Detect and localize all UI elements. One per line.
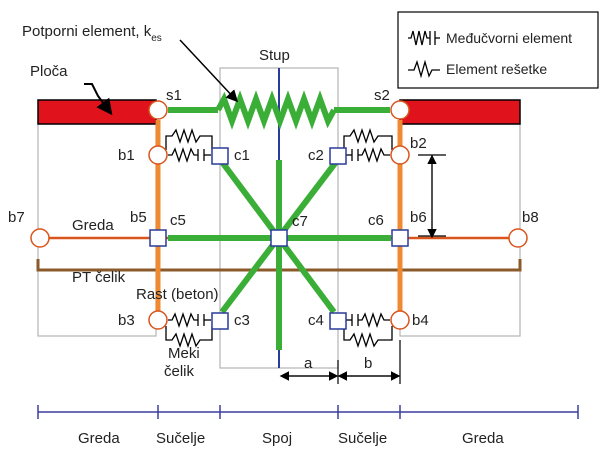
slab-label: Ploča bbox=[30, 63, 68, 80]
column-label: Stup bbox=[259, 47, 290, 64]
truss-legend-icon bbox=[408, 59, 440, 79]
label-b1: b1 bbox=[118, 147, 135, 164]
label-c5: c5 bbox=[170, 212, 186, 229]
label-b7: b7 bbox=[8, 209, 25, 226]
label-b6: b6 bbox=[410, 209, 427, 226]
label-b8: b8 bbox=[522, 209, 539, 226]
beam-label: Greda bbox=[72, 217, 114, 234]
segment-labels: Greda Sučelje Spoj Sučelje Greda bbox=[78, 430, 504, 447]
node-b7 bbox=[30, 228, 50, 248]
node-c4 bbox=[329, 312, 347, 330]
label-c7: c7 bbox=[292, 213, 308, 230]
node-b1 bbox=[148, 145, 168, 165]
mild-steel-label-2: čelik bbox=[164, 363, 195, 380]
interface-element-c4-b4 bbox=[343, 311, 393, 349]
node-b2 bbox=[390, 145, 410, 165]
label-c1: c1 bbox=[234, 147, 250, 164]
segment-beam-right: Greda bbox=[462, 430, 504, 447]
node-c1 bbox=[211, 147, 229, 165]
node-s1 bbox=[148, 100, 168, 120]
node-labels: s1 s2 b1 b2 b3 b4 b5 b6 b7 b8 c1 c2 c3 c… bbox=[8, 87, 539, 329]
interface-element-b3-c3 bbox=[165, 311, 213, 349]
dim-a-label: a bbox=[304, 355, 313, 372]
segment-joint: Spoj bbox=[262, 430, 292, 447]
support-element-arrow bbox=[179, 39, 239, 103]
dimensions bbox=[279, 154, 446, 384]
legend-box bbox=[397, 11, 599, 89]
label-c6: c6 bbox=[368, 212, 384, 229]
segment-interface-left: Sučelje bbox=[156, 430, 205, 447]
node-b4 bbox=[390, 310, 410, 330]
node-c2 bbox=[329, 147, 347, 165]
interface-element-c2-b2 bbox=[343, 127, 393, 164]
node-c5 bbox=[149, 229, 167, 247]
interface-element-b1-c1 bbox=[165, 127, 213, 164]
legend-interface-element-label: Međučvorni element bbox=[446, 30, 572, 46]
label-b4: b4 bbox=[412, 312, 429, 329]
segment-beam-left: Greda bbox=[78, 430, 120, 447]
segment-axis bbox=[37, 405, 579, 419]
node-c6 bbox=[391, 229, 409, 247]
label-s2: s2 bbox=[374, 87, 390, 104]
slab-right bbox=[399, 99, 521, 125]
crack-label: Rast (beton) bbox=[136, 286, 219, 303]
mild-steel-label-1: Meki bbox=[168, 345, 200, 362]
dim-b-label: b bbox=[364, 355, 372, 372]
label-b5: b5 bbox=[130, 209, 147, 226]
support-element-label: Potporni element, kes bbox=[22, 23, 162, 44]
node-b3 bbox=[148, 310, 168, 330]
node-b8 bbox=[508, 228, 528, 248]
interface-element-legend-icon bbox=[408, 30, 440, 46]
pt-steel-label: PT čelik bbox=[72, 269, 126, 286]
node-s2 bbox=[390, 100, 410, 120]
annotations: Potporni element, kes Ploča Stup Greda P… bbox=[22, 23, 290, 380]
label-b3: b3 bbox=[118, 312, 135, 329]
beam-right-outline bbox=[399, 123, 521, 337]
label-c2: c2 bbox=[308, 147, 324, 164]
legend: Međučvorni element Element rešetke bbox=[397, 11, 599, 89]
node-c3 bbox=[211, 312, 229, 330]
segment-interface-right: Sučelje bbox=[338, 430, 387, 447]
label-c4: c4 bbox=[308, 312, 324, 329]
label-s1: s1 bbox=[166, 87, 182, 104]
slab-left bbox=[37, 99, 157, 125]
interface-elements bbox=[165, 127, 393, 349]
support-spring bbox=[215, 90, 337, 130]
node-c7 bbox=[270, 229, 288, 247]
label-b2: b2 bbox=[410, 135, 427, 152]
legend-truss-element-label: Element rešetke bbox=[446, 61, 547, 77]
nodes bbox=[30, 100, 528, 330]
label-c3: c3 bbox=[234, 312, 250, 329]
slab-arrow bbox=[84, 83, 113, 116]
